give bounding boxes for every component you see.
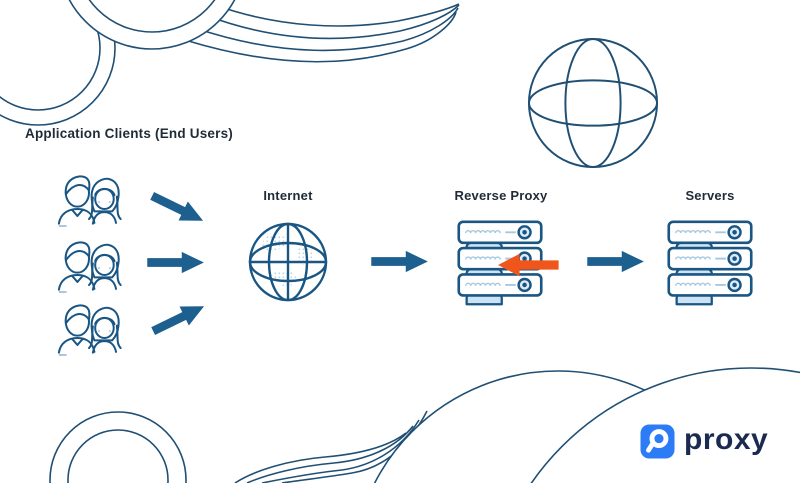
return-traffic-arrow-icon [493, 251, 561, 279]
decorative-ring-top-left-upper [68, 0, 236, 50]
servers-label: Servers [685, 188, 735, 203]
proxy-logo-icon [640, 424, 675, 459]
internet-globe-icon [246, 220, 330, 304]
decorative-waves-top [184, 3, 460, 63]
servers-icon [666, 220, 754, 306]
proxy-logo: proxy [640, 424, 768, 459]
users-group-icon [55, 171, 123, 230]
clients-label: Application Clients (End Users) [25, 126, 233, 141]
decorative-ring-bottom-left [49, 411, 187, 483]
internet-label: Internet [263, 188, 313, 203]
proxy-logo-text: proxy [684, 423, 769, 456]
decorative-ring-top-left-lower [0, 0, 116, 126]
users-group-icon [55, 237, 123, 296]
flow-arrow-icon [147, 250, 205, 275]
decorative-sphere-icon [527, 37, 659, 169]
users-group-icon [55, 300, 123, 359]
reverse-proxy-label: Reverse Proxy [454, 188, 548, 203]
flow-arrow-icon [587, 249, 645, 274]
flow-arrow-icon [371, 249, 429, 274]
